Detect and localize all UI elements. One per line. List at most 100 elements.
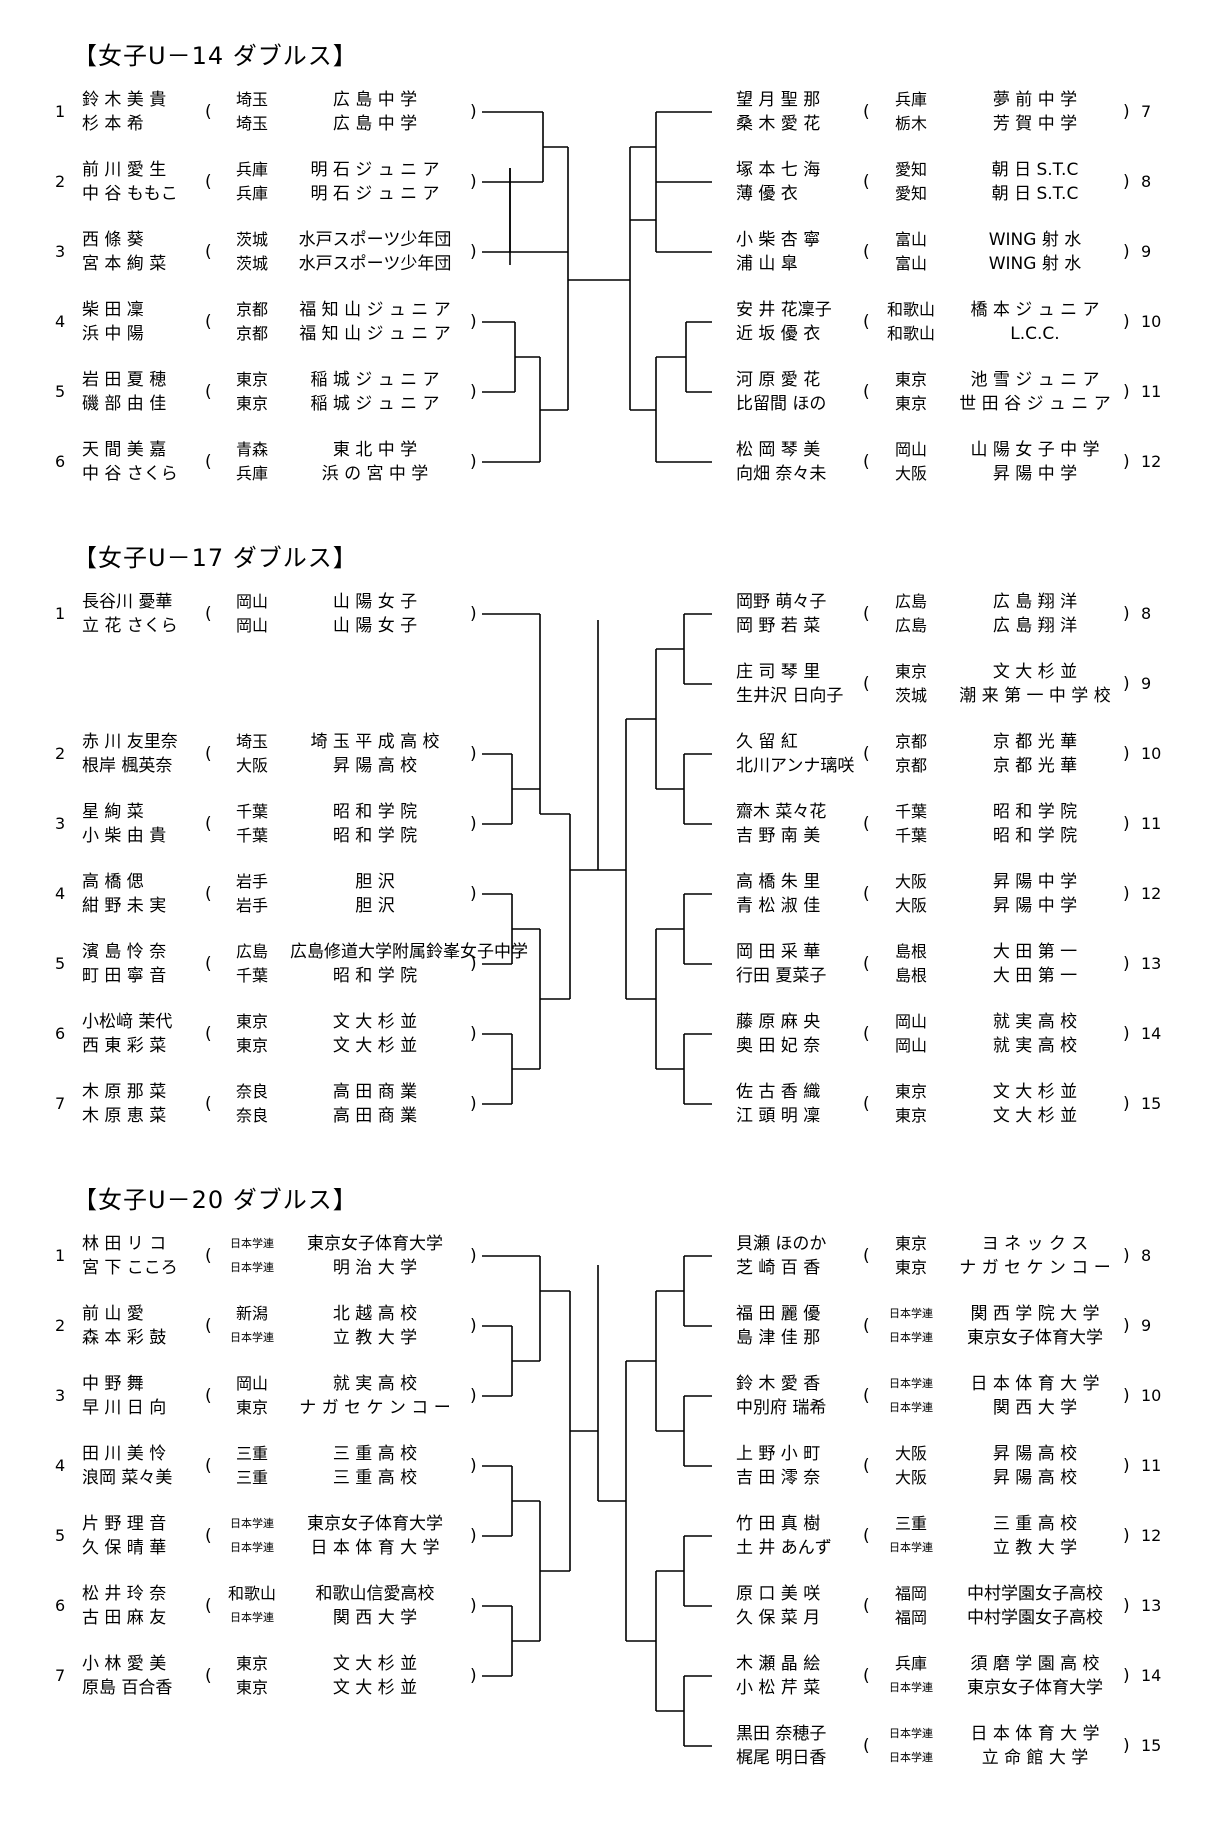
prefecture: 京都 xyxy=(235,300,268,319)
prefecture: 広島 xyxy=(235,942,268,961)
prefecture: 大阪 xyxy=(894,1444,927,1463)
close-paren: ) xyxy=(1123,884,1130,904)
team-name: 大 田 第 一 xyxy=(992,942,1078,962)
player-name: 木 瀬 晶 絵 xyxy=(736,1654,821,1674)
open-paren: ( xyxy=(205,382,212,402)
open-paren: ( xyxy=(205,1094,212,1114)
close-paren: ) xyxy=(470,102,477,122)
player-name: 赤 川 友里奈 xyxy=(82,732,178,752)
prefecture: 東京 xyxy=(235,1654,268,1673)
prefecture: 日本学連 xyxy=(889,1727,933,1740)
team-name: 水戸スポーツ少年団 xyxy=(298,254,452,274)
player-name: 上 野 小 町 xyxy=(736,1444,821,1464)
team-name: 昭 和 学 院 xyxy=(992,826,1078,846)
team-name: 立 教 大 学 xyxy=(992,1538,1078,1558)
prefecture: 島根 xyxy=(894,966,927,985)
prefecture: 広島 xyxy=(894,592,927,611)
team-name: 朝 日 S.T.C xyxy=(991,160,1079,180)
open-paren: ( xyxy=(863,1596,870,1616)
close-paren: ) xyxy=(470,604,477,624)
player-name: 岩 田 夏 穂 xyxy=(82,370,167,390)
prefecture: 日本学連 xyxy=(889,1541,933,1554)
player-name: 町 田 寧 音 xyxy=(82,966,167,986)
player-name: 黒田 奈穂子 xyxy=(736,1724,827,1744)
team-name: 高 田 商 業 xyxy=(332,1106,418,1126)
player-name: 庄 司 琴 里 xyxy=(736,662,821,682)
team-name: 福 知 山 ジ ュ ニ ア xyxy=(299,324,451,344)
open-paren: ( xyxy=(205,1386,212,1406)
prefecture: 京都 xyxy=(894,756,927,775)
team-name: 高 田 商 業 xyxy=(332,1082,418,1102)
seed-number: 9 xyxy=(1141,674,1152,693)
player-name: 西 條 葵 xyxy=(82,230,144,250)
close-paren: ) xyxy=(470,382,477,402)
team-name: 橋 本 ジ ュ ニ ア xyxy=(970,300,1100,320)
prefecture: 埼玉 xyxy=(235,90,268,109)
open-paren: ( xyxy=(863,744,870,764)
team-name: 世 田 谷 ジ ュ ニ ア xyxy=(959,394,1111,414)
team-name: 山 陽 女 子 xyxy=(332,616,418,636)
player-name: 久 保 菜 月 xyxy=(736,1608,821,1628)
team-name: 昭 和 学 院 xyxy=(332,802,418,822)
close-paren: ) xyxy=(1123,1456,1130,1476)
seed-number: 12 xyxy=(1141,884,1162,903)
team-name: 明 石 ジ ュ ニ ア xyxy=(310,160,440,180)
seed-number: 4 xyxy=(55,884,66,903)
prefecture: 富山 xyxy=(894,254,927,273)
open-paren: ( xyxy=(205,604,212,624)
team-name: 昭 和 学 院 xyxy=(332,966,418,986)
team-name: 就 実 高 校 xyxy=(992,1012,1078,1032)
prefecture: 岡山 xyxy=(235,1374,268,1393)
prefecture: 日本学連 xyxy=(889,1401,933,1414)
prefecture: 日本学連 xyxy=(230,1611,274,1624)
seed-number: 2 xyxy=(55,744,66,763)
team-name: 東京女子体育大学 xyxy=(967,1678,1103,1698)
seed-number: 14 xyxy=(1141,1024,1162,1043)
prefecture: 日本学連 xyxy=(889,1377,933,1390)
team-name: WING 射 水 xyxy=(988,230,1082,250)
open-paren: ( xyxy=(205,172,212,192)
player-name: 貝瀬 ほのか xyxy=(736,1234,827,1254)
prefecture: 大阪 xyxy=(894,872,927,891)
open-paren: ( xyxy=(863,1094,870,1114)
section-title: 【女子U－20 ダブルス】 xyxy=(73,1186,358,1214)
prefecture: 日本学連 xyxy=(230,1237,274,1250)
player-name: 島 津 佳 那 xyxy=(736,1328,821,1348)
prefecture: 兵庫 xyxy=(235,184,268,203)
player-name: 星 絢 菜 xyxy=(82,802,144,822)
team-name: 昇 陽 高 校 xyxy=(992,1444,1078,1464)
prefecture: 茨城 xyxy=(894,686,927,705)
team-name: 稲 城 ジ ュ ニ ア xyxy=(310,370,440,390)
team-name: 就 実 高 校 xyxy=(332,1374,418,1394)
team-name: ナ ガ セ ケ ン コ ー xyxy=(299,1398,451,1418)
seed-number: 12 xyxy=(1141,1526,1162,1545)
seed-number: 2 xyxy=(55,172,66,191)
team-name: 中村学園女子高校 xyxy=(967,1608,1103,1628)
team-name: ヨ ネ ッ ク ス xyxy=(981,1234,1089,1254)
player-name: 小 松 芹 菜 xyxy=(736,1678,821,1698)
team-name: 胆 沢 xyxy=(355,896,395,916)
open-paren: ( xyxy=(205,1316,212,1336)
prefecture: 京都 xyxy=(894,732,927,751)
player-name: 行田 夏菜子 xyxy=(736,966,827,986)
open-paren: ( xyxy=(863,172,870,192)
prefecture: 大阪 xyxy=(894,464,927,483)
prefecture: 兵庫 xyxy=(894,90,927,109)
prefecture: 東京 xyxy=(894,1258,927,1277)
team-name: 日 本 体 育 大 学 xyxy=(310,1538,440,1558)
player-name: 福 田 麗 優 xyxy=(736,1304,821,1324)
